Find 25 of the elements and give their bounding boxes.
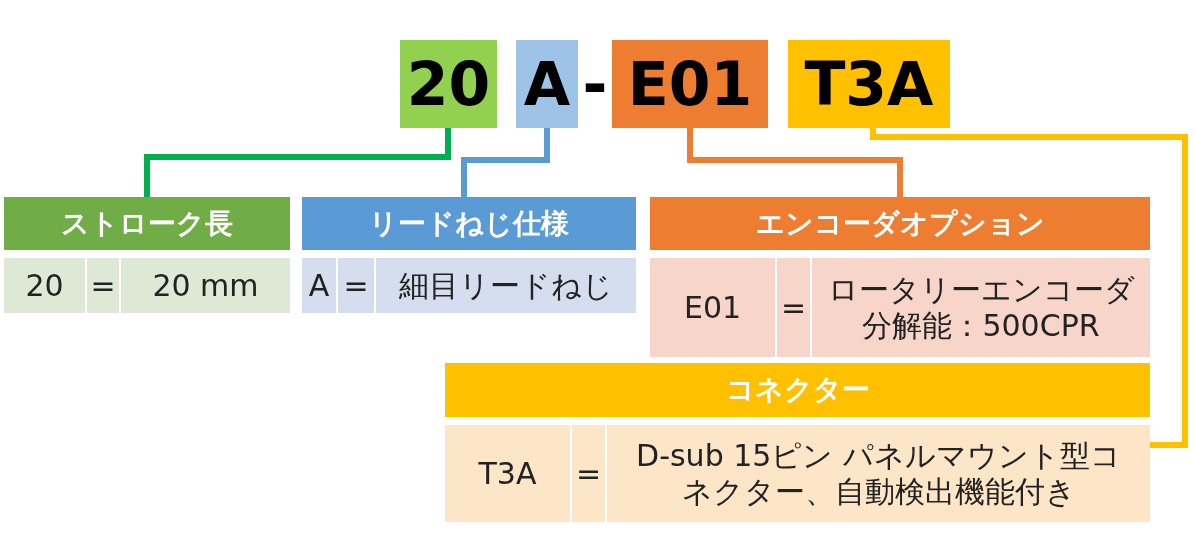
section-header: エンコーダオプション [650, 197, 1150, 250]
table-cell: ロータリーエンコーダ分解能：500CPR [812, 258, 1150, 357]
code-box: T3A [788, 40, 950, 128]
table-cell: 細目リードねじ [376, 258, 636, 313]
code-box: A [516, 40, 578, 128]
table-cell: = [777, 258, 810, 357]
connector-line [461, 128, 550, 197]
table-cell: = [87, 258, 119, 313]
connector-line [144, 128, 451, 197]
connector-line [687, 128, 903, 197]
table-cell: E01 [650, 258, 775, 357]
table-cell: 20 [4, 258, 85, 313]
section-header: コネクター [445, 363, 1150, 417]
section-header: リードねじ仕様 [302, 197, 636, 250]
table-cell: A [302, 258, 336, 313]
table-cell: = [338, 258, 374, 313]
table-cell: D-sub 15ピン パネルマウント型コネクター、自動検出機能付き [607, 425, 1150, 522]
section-header: ストローク長 [4, 197, 290, 250]
table-cell: 20 mm [121, 258, 290, 313]
hyphen: - [581, 48, 609, 121]
code-box: 20 [400, 40, 497, 128]
table-cell: = [572, 425, 605, 522]
table-cell: T3A [445, 425, 570, 522]
connector-line [870, 128, 1188, 448]
code-box: E01 [612, 40, 768, 128]
